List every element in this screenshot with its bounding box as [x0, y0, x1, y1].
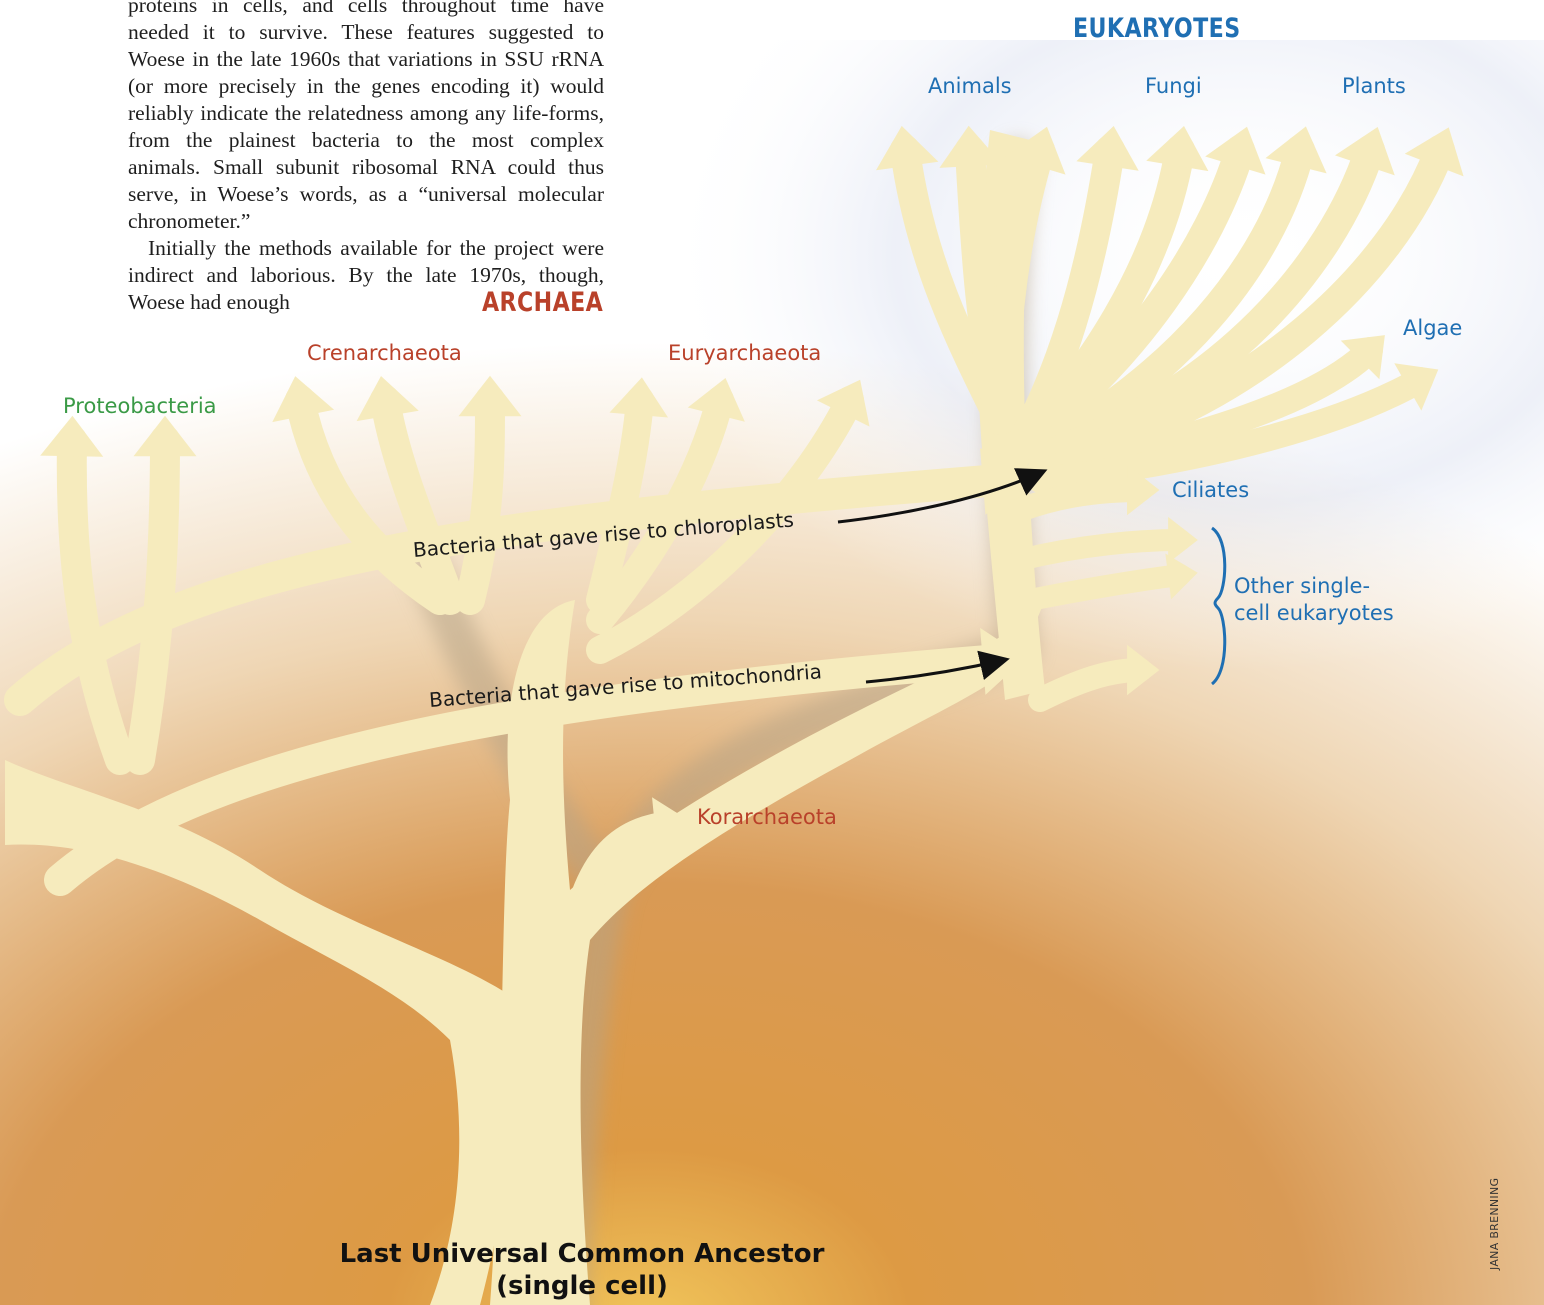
eukaryotes-domain-label: EUKARYOTES [1073, 13, 1241, 44]
luca-subtitle: (single cell) [322, 1270, 842, 1302]
crenarchaeota-label: Crenarchaeota [307, 341, 462, 365]
illustrator-credit: JANA BRENNING [1488, 1178, 1501, 1270]
animals-label: Animals [928, 74, 1012, 98]
fungi-label: Fungi [1145, 74, 1202, 98]
other-single-cell-line-1: Other single- [1234, 573, 1394, 600]
article-text: proteins in cells, and cells throughout … [128, 0, 604, 316]
other-single-cell-line-2: cell eukaryotes [1234, 600, 1394, 627]
article-paragraph-1: proteins in cells, and cells throughout … [128, 0, 604, 235]
ciliates-label: Ciliates [1172, 478, 1249, 502]
archaea-domain-label: ARCHAEA [482, 287, 603, 318]
euryarchaeota-label: Euryarchaeota [668, 341, 821, 365]
algae-label: Algae [1403, 316, 1462, 340]
korarchaeota-label: Korarchaeota [697, 805, 837, 829]
luca-label: Last Universal Common Ancestor (single c… [322, 1238, 842, 1302]
luca-title: Last Universal Common Ancestor [322, 1238, 842, 1270]
proteobacteria-label: Proteobacteria [63, 394, 217, 418]
other-single-cell-eukaryotes-label: Other single- cell eukaryotes [1234, 573, 1394, 627]
plants-label: Plants [1342, 74, 1406, 98]
